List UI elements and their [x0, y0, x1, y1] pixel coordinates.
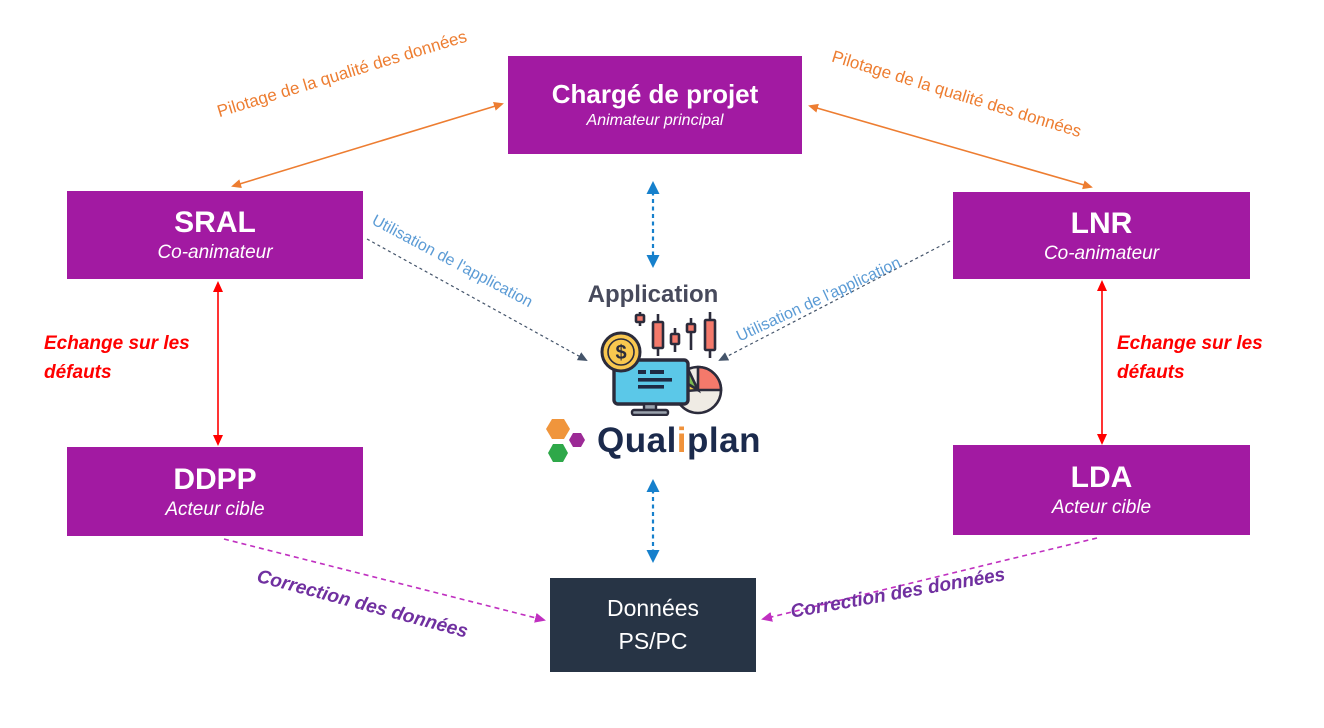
node-title: SRAL: [174, 206, 256, 239]
node-subtitle: Co-animateur: [157, 242, 273, 263]
node-sral: SRAL Co-animateur: [67, 191, 363, 279]
node-subtitle: Acteur cible: [1051, 497, 1152, 518]
node-title-line2: PS/PC: [618, 628, 688, 654]
application-title: Application: [587, 281, 719, 308]
label-echange-right: Echange sur les défauts: [1117, 333, 1263, 383]
label-pilotage-right: Pilotage de la qualité des données: [829, 46, 1084, 142]
node-title: DDPP: [173, 462, 257, 496]
node-title: Chargé de projet: [551, 79, 759, 110]
node-title: LDA: [1070, 461, 1133, 494]
node-lda: LDA Acteur cible: [953, 445, 1250, 535]
node-subtitle: Co-animateur: [1043, 242, 1160, 264]
node-donnees-pspc: Données PS/PC: [550, 578, 756, 672]
node-subtitle: Acteur cible: [165, 498, 265, 520]
node-subtitle: Animateur principal: [586, 111, 724, 129]
label-pilotage-left: Pilotage de la qualité des données: [214, 26, 470, 122]
svg-text:$: $: [615, 342, 626, 364]
label-correction-right: Correction des données: [789, 564, 1007, 623]
qualiplan-logo: Qualiplan: [544, 416, 761, 466]
label-utilisation-right: Utilisation de l'application: [734, 254, 904, 346]
logo-letter-i: i: [676, 421, 688, 460]
qualiplan-app-icon: $: [600, 312, 723, 416]
node-title-line1: Données: [606, 594, 700, 621]
node-charge-de-projet: Chargé de projet Animateur principal: [508, 56, 802, 154]
qualiplan-wordmark: Qualiplan: [597, 421, 761, 460]
label-correction-left: Correction des données: [254, 566, 471, 643]
node-ddpp: DDPP Acteur cible: [67, 447, 363, 536]
arrow-pilotage-left: [231, 102, 504, 188]
label-echange-left: Echange sur les défauts: [44, 333, 190, 383]
label-utilisation-left: Utilisation de l'application: [369, 212, 536, 312]
node-title: LNR: [1070, 206, 1133, 240]
node-lnr: LNR Co-animateur: [953, 192, 1250, 279]
qualiplan-hexagons-icon: [546, 419, 585, 462]
